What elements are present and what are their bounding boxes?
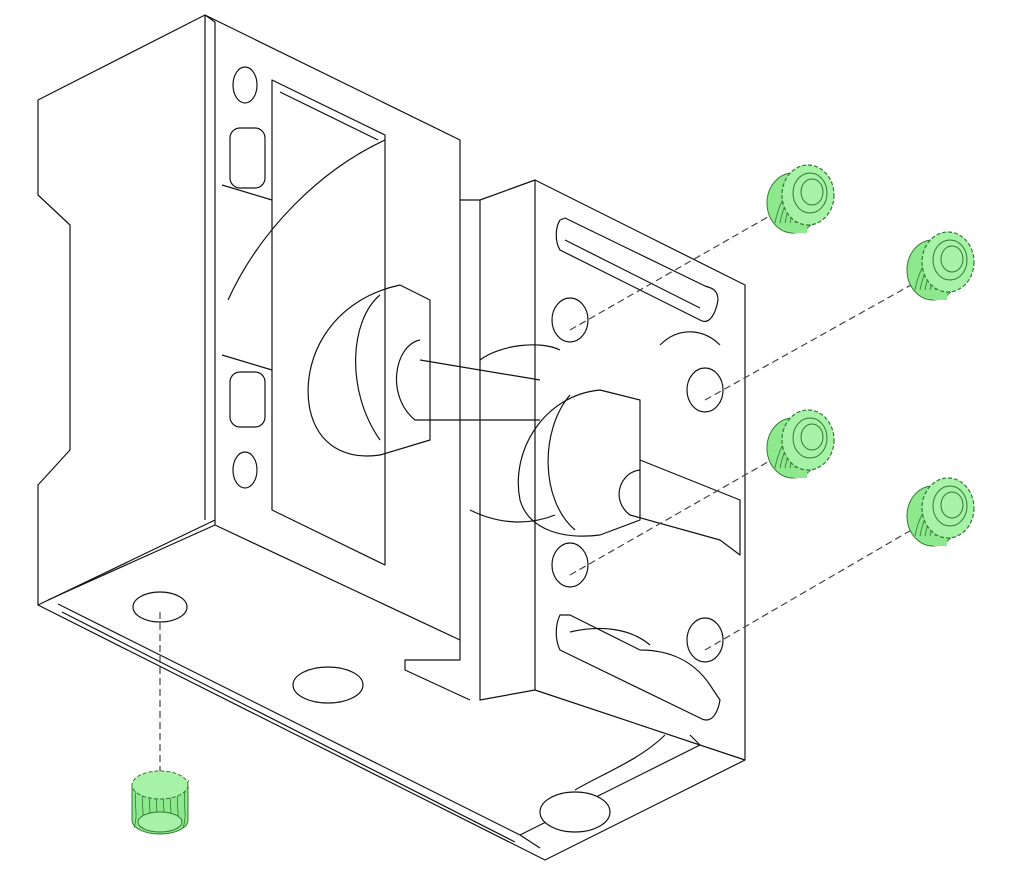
- hole: [551, 542, 589, 588]
- guide-line: [569, 454, 781, 576]
- hole: [686, 617, 724, 663]
- threaded-insert: [766, 164, 835, 234]
- pocket: [229, 127, 266, 189]
- assembly-guides: [159, 209, 921, 785]
- left-block: [37, 14, 746, 861]
- guide-line: [569, 209, 781, 331]
- threaded-insert: [906, 477, 975, 547]
- hole: [551, 297, 589, 343]
- hole: [686, 367, 724, 413]
- hole: [539, 791, 611, 833]
- pocket: [229, 371, 266, 428]
- hole: [232, 451, 258, 489]
- holes: [132, 66, 724, 833]
- threaded-insert: [766, 409, 835, 479]
- threaded-insert: [131, 770, 190, 835]
- guide-line: [704, 524, 921, 651]
- housing-body: [37, 14, 746, 861]
- guide-line: [704, 279, 921, 401]
- hole: [132, 591, 188, 623]
- hole: [292, 666, 364, 704]
- hole: [232, 66, 258, 104]
- threaded-insert: [906, 231, 975, 301]
- threaded-inserts: [131, 164, 975, 835]
